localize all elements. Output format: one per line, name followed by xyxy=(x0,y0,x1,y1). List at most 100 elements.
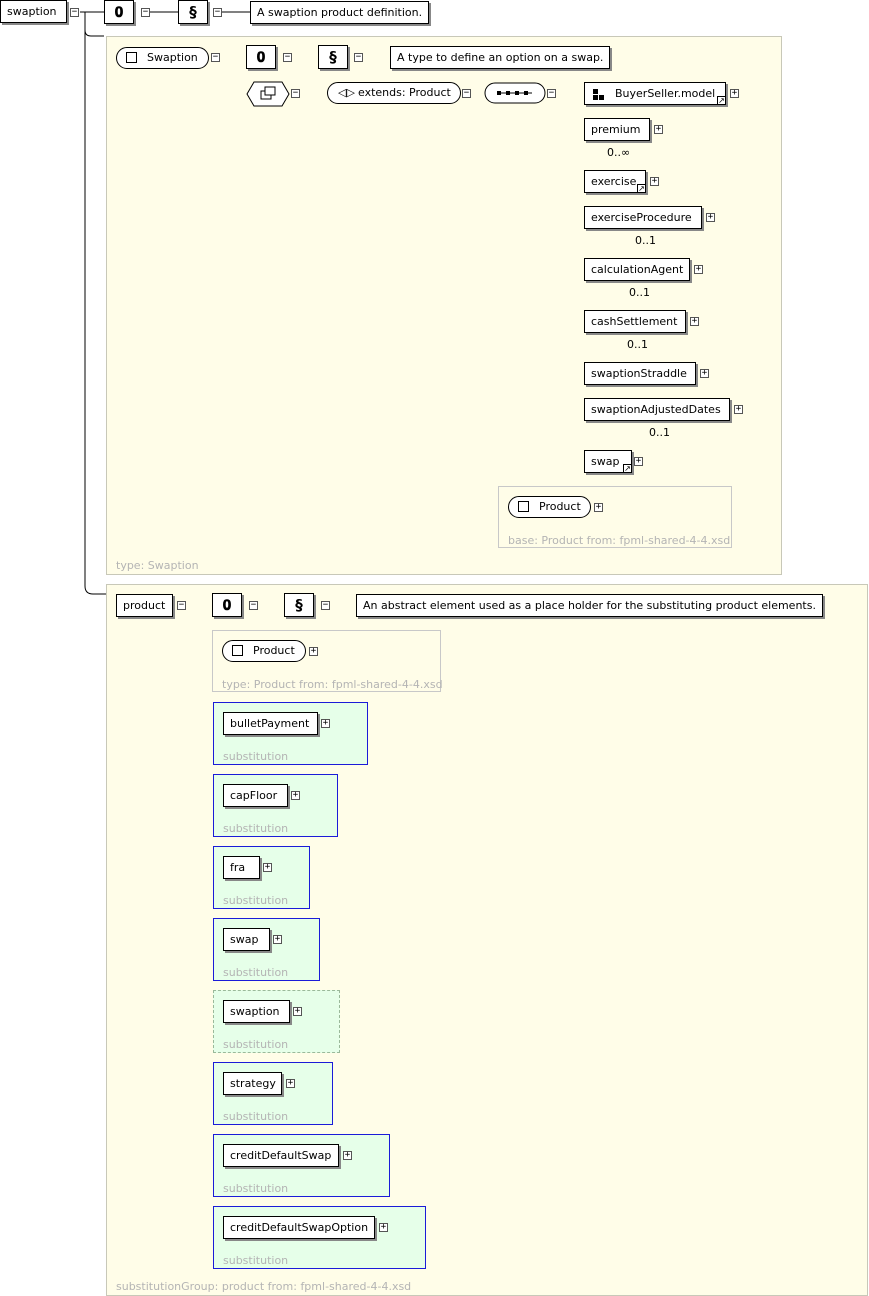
collapse-icon[interactable]: − xyxy=(211,52,220,62)
base-type-panel xyxy=(498,486,732,548)
sequence-icon[interactable] xyxy=(484,82,546,104)
plus-icon[interactable]: + xyxy=(286,1078,295,1088)
multiplicity-label: 0..1 xyxy=(627,338,648,351)
plus-icon[interactable]: + xyxy=(291,790,300,800)
plus-icon[interactable]: + xyxy=(734,404,743,414)
seq-item-label: exercise xyxy=(591,175,637,188)
reference-arrow-icon: ↗ xyxy=(717,96,726,105)
collapse-icon[interactable]: − xyxy=(177,600,186,610)
complex-type-swaption[interactable]: Swaption xyxy=(116,47,209,69)
seq-item-buyerseller-model[interactable]: BuyerSeller.model ↗ xyxy=(584,82,726,105)
plus-icon[interactable]: + xyxy=(700,368,709,378)
scroll-icon[interactable]: § xyxy=(284,593,314,617)
collapse-icon[interactable]: − xyxy=(462,88,471,98)
seq-item-calculationagent[interactable]: calculationAgent xyxy=(584,258,690,281)
substitution-element-label: swap xyxy=(230,933,259,946)
seq-item-exerciseprocedure[interactable]: exerciseProcedure xyxy=(584,206,702,229)
product-documentation: An abstract element used as a place hold… xyxy=(356,594,823,617)
scroll-icon[interactable]: § xyxy=(318,45,348,69)
element-product-label: product xyxy=(123,599,166,612)
plus-icon[interactable]: + xyxy=(343,1150,352,1160)
scroll-icon[interactable]: § xyxy=(178,0,208,24)
substitution-element-label: strategy xyxy=(230,1077,276,1090)
seq-item-label: exerciseProcedure xyxy=(591,211,692,224)
plus-icon[interactable]: + xyxy=(273,934,282,944)
seq-item-label: swaptionAdjustedDates xyxy=(591,403,721,416)
substitution-caption: substitution xyxy=(223,894,289,907)
substitution-element-label: creditDefaultSwapOption xyxy=(230,1221,369,1234)
substitution-element[interactable]: creditDefaultSwapOption xyxy=(223,1216,375,1239)
plus-icon[interactable]: + xyxy=(594,502,603,512)
substitution-element[interactable]: swap xyxy=(223,928,270,951)
substitution-element-label: capFloor xyxy=(230,789,278,802)
plus-icon[interactable]: + xyxy=(706,212,715,222)
substitution-element[interactable]: strategy xyxy=(223,1072,282,1095)
paperclip-icon[interactable]: 𝟎 xyxy=(104,0,134,24)
substitution-element[interactable]: swaption xyxy=(223,1000,290,1023)
substitution-element-label: swaption xyxy=(230,1005,280,1018)
plus-icon[interactable]: + xyxy=(690,316,699,326)
collapse-icon[interactable]: − xyxy=(354,52,363,62)
collapse-icon[interactable]: − xyxy=(283,52,292,62)
multiplicity-label: 0..∞ xyxy=(607,146,631,159)
root-documentation-text: A swaption product definition. xyxy=(257,6,423,19)
group-icon xyxy=(593,89,605,100)
plus-icon[interactable]: + xyxy=(654,124,663,134)
substitution-caption: substitution xyxy=(223,1110,289,1123)
seq-item-cashsettlement[interactable]: cashSettlement xyxy=(584,310,686,333)
multiplicity-label: 0..1 xyxy=(635,234,656,247)
collapse-icon[interactable]: − xyxy=(70,7,79,17)
seq-item-label: swaptionStraddle xyxy=(591,367,687,380)
substitution-element-label: fra xyxy=(230,861,246,874)
plus-icon[interactable]: + xyxy=(309,646,318,656)
plus-icon[interactable]: + xyxy=(379,1222,388,1232)
plus-icon[interactable]: + xyxy=(293,1006,302,1016)
extension-node[interactable]: ◁▷ extends: Product xyxy=(327,82,461,104)
paperclip-icon[interactable]: 𝟎 xyxy=(212,593,242,617)
substitution-caption: substitution xyxy=(223,966,289,979)
collapse-icon[interactable]: − xyxy=(321,600,330,610)
substitution-element[interactable]: fra xyxy=(223,856,260,879)
root-element-swaption[interactable]: swaption xyxy=(0,0,67,23)
root-element-label: swaption xyxy=(7,5,57,18)
seq-item-premium[interactable]: premium xyxy=(584,118,650,141)
substitution-caption: substitution xyxy=(223,1038,289,1051)
substitution-element[interactable]: creditDefaultSwap xyxy=(223,1144,339,1167)
plus-icon[interactable]: + xyxy=(730,88,739,98)
product-type-label: Product xyxy=(253,644,295,657)
seq-item-label: swap xyxy=(591,455,620,468)
product-type-caption: type: Product from: fpml-shared-4-4.xsd xyxy=(222,678,443,691)
paperclip-icon[interactable]: 𝟎 xyxy=(246,45,276,69)
plus-icon[interactable]: + xyxy=(650,176,659,186)
collapse-icon[interactable]: − xyxy=(249,600,258,610)
seq-item-exercise[interactable]: exercise ↗ xyxy=(584,170,646,193)
collapse-icon[interactable]: − xyxy=(291,88,300,98)
complex-content-icon[interactable] xyxy=(246,81,290,107)
base-type-product[interactable]: Product xyxy=(508,496,591,518)
substitution-caption: substitution xyxy=(223,1182,289,1195)
seq-item-swaptionstraddle[interactable]: swaptionStraddle xyxy=(584,362,696,385)
plus-icon[interactable]: + xyxy=(321,718,330,728)
seq-item-swap[interactable]: swap ↗ xyxy=(584,450,632,473)
plus-icon[interactable]: + xyxy=(263,862,272,872)
substitution-element[interactable]: capFloor xyxy=(223,784,288,807)
swaption-type-caption: type: Swaption xyxy=(116,559,199,572)
substitution-element-label: bulletPayment xyxy=(230,717,310,730)
plus-icon[interactable]: + xyxy=(694,264,703,274)
collapse-icon[interactable]: − xyxy=(213,7,222,17)
swaption-type-documentation: A type to define an option on a swap. xyxy=(390,46,611,69)
substitution-element-label: creditDefaultSwap xyxy=(230,1149,332,1162)
collapse-icon[interactable]: − xyxy=(547,88,556,98)
substitution-element[interactable]: bulletPayment xyxy=(223,712,318,735)
product-type-product[interactable]: Product xyxy=(222,640,306,662)
seq-item-label: calculationAgent xyxy=(591,263,684,276)
complex-type-icon xyxy=(126,52,137,63)
base-type-product-label: Product xyxy=(539,500,581,513)
substitution-caption: substitution xyxy=(223,1254,289,1267)
complex-type-icon xyxy=(518,501,529,512)
element-product[interactable]: product xyxy=(116,594,173,617)
seq-item-label: cashSettlement xyxy=(591,315,678,328)
plus-icon[interactable]: + xyxy=(634,456,643,466)
collapse-icon[interactable]: − xyxy=(141,7,150,17)
seq-item-swaptionadjusteddates[interactable]: swaptionAdjustedDates xyxy=(584,398,730,421)
